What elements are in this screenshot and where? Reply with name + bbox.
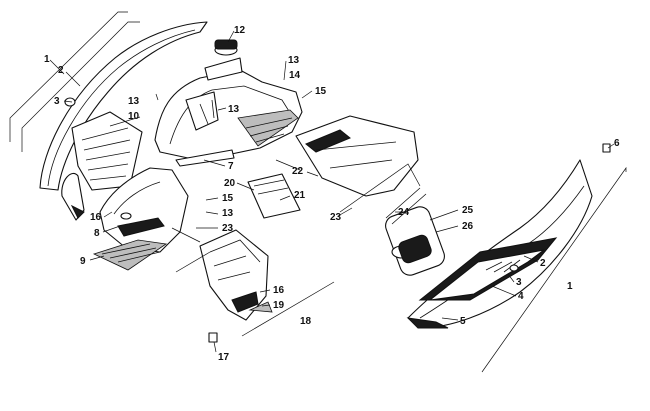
label-21: 21 xyxy=(294,190,306,201)
label-5: 5 xyxy=(460,316,466,327)
label-16-lower: 16 xyxy=(273,285,285,296)
label-23: 23 xyxy=(330,212,342,223)
label-13-mid: 13 xyxy=(222,208,234,219)
label-18: 18 xyxy=(300,316,312,327)
label-2-left: 2 xyxy=(58,65,64,76)
right-side-panel xyxy=(406,143,627,373)
bracket-left-group xyxy=(9,11,140,152)
left-side-panel xyxy=(39,21,208,221)
headlight-lens xyxy=(92,239,168,271)
label-7: 7 xyxy=(228,161,234,172)
label-10: 10 xyxy=(128,111,140,122)
label-17: 17 xyxy=(218,352,230,363)
label-14: 14 xyxy=(289,70,301,81)
label-3-right: 3 xyxy=(516,277,522,288)
callout-labels: 1 2 3 10 12 13 13 13 14 15 7 22 20 21 15… xyxy=(44,25,620,363)
label-26: 26 xyxy=(462,221,474,232)
label-20: 20 xyxy=(224,178,236,189)
label-16-left: 16 xyxy=(90,212,102,223)
label-12: 12 xyxy=(234,25,246,36)
label-4: 4 xyxy=(518,291,524,302)
dash-tray xyxy=(275,115,421,213)
front-nose-cowl xyxy=(99,167,189,253)
label-19: 19 xyxy=(273,300,285,311)
label-13-top: 13 xyxy=(288,55,300,66)
center-hood xyxy=(154,39,303,167)
label-15-top: 15 xyxy=(315,86,327,97)
air-filter-assembly xyxy=(385,187,445,276)
label-25: 25 xyxy=(462,205,474,216)
label-24: 24 xyxy=(398,207,410,218)
fastener-17 xyxy=(208,332,218,343)
windshield-insert xyxy=(247,173,301,219)
label-1-right: 1 xyxy=(567,281,573,292)
lower-belly-panel xyxy=(171,227,335,337)
label-6: 6 xyxy=(614,138,620,149)
label-13-center: 13 xyxy=(228,104,240,115)
label-3-left: 3 xyxy=(54,96,60,107)
label-8: 8 xyxy=(94,228,100,239)
label-22: 22 xyxy=(292,166,304,177)
label-2-right: 2 xyxy=(540,258,546,269)
label-13-left: 13 xyxy=(128,96,140,107)
label-9: 9 xyxy=(80,256,86,267)
label-11: 23 xyxy=(222,223,234,234)
label-1-left: 1 xyxy=(44,54,50,65)
label-15-mid: 15 xyxy=(222,193,234,204)
leader-lines xyxy=(49,30,615,353)
